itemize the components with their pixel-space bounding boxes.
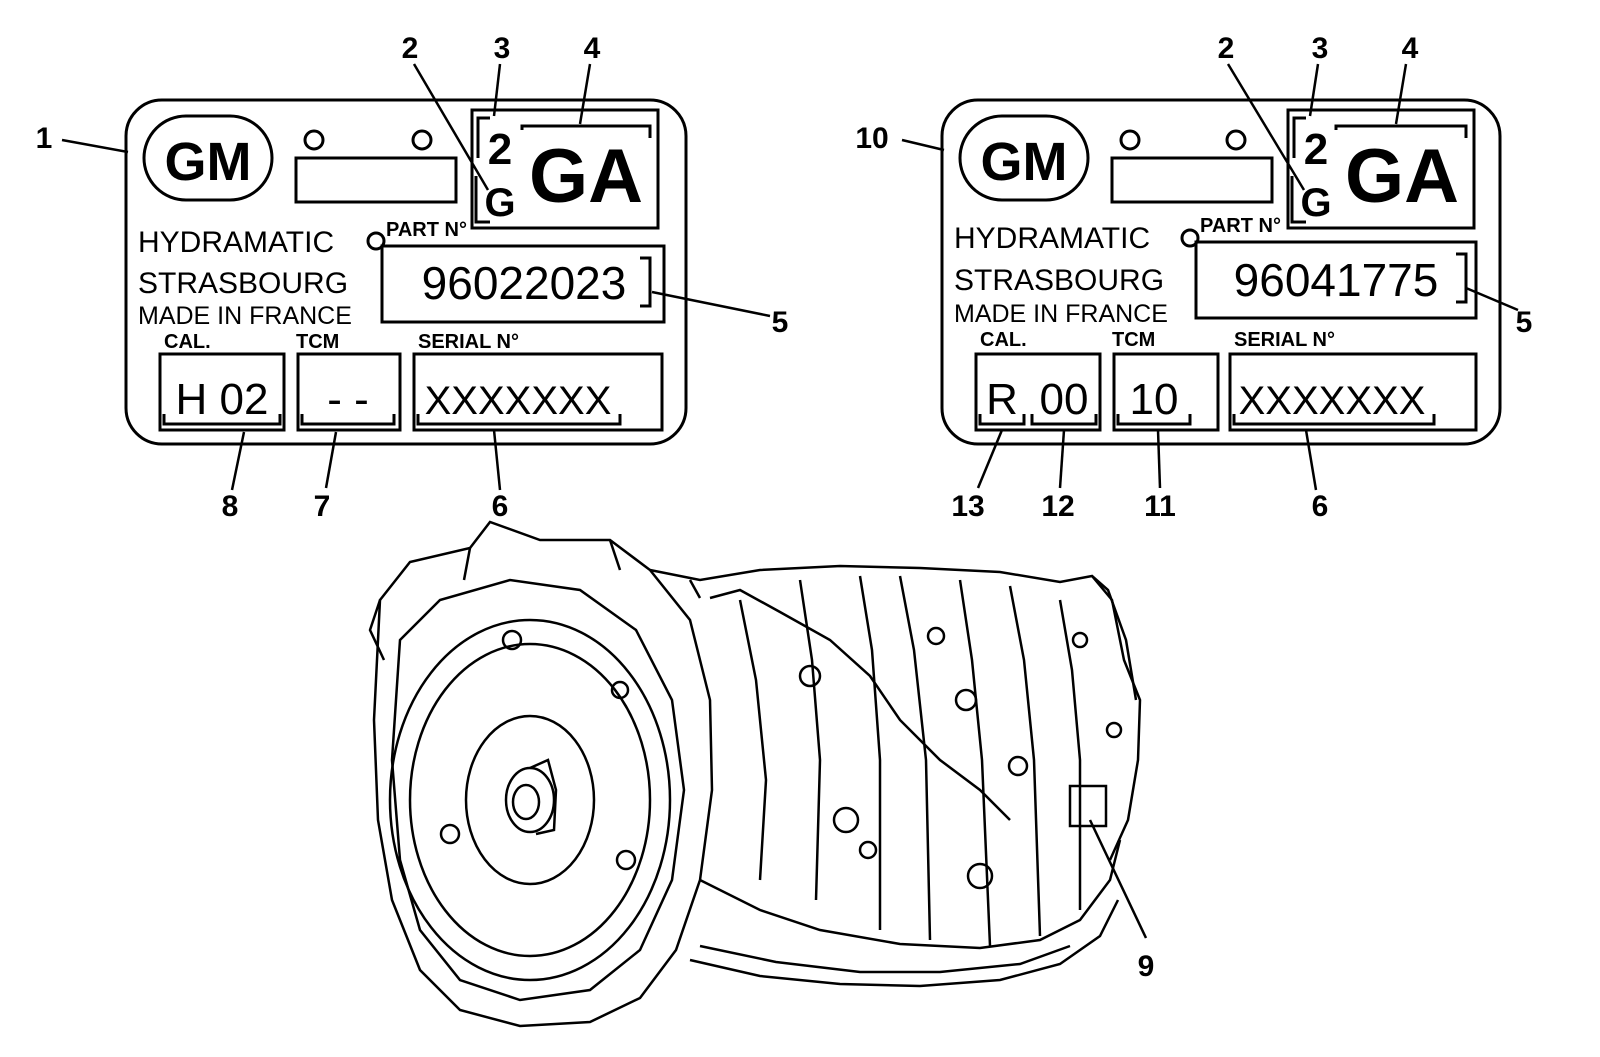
- callout-2-right: 2: [1218, 32, 1235, 65]
- left-maker-line3: MADE IN FRANCE: [138, 302, 352, 330]
- right-cal-box: [974, 352, 1102, 432]
- right-rivet-2: [1225, 129, 1247, 151]
- right-maker-line3: MADE IN FRANCE: [954, 300, 1168, 328]
- left-tcm-bracket: [300, 414, 396, 426]
- left-code-suffix: GA: [529, 134, 643, 219]
- callout-10: 10: [855, 122, 888, 155]
- left-code-letter: G: [484, 181, 515, 225]
- right-rivet-1: [1119, 129, 1141, 151]
- right-code-letter: G: [1300, 181, 1331, 225]
- right-cal-heading: CAL.: [980, 329, 1027, 351]
- right-code-brackets: [1290, 116, 1468, 224]
- callout-2-left: 2: [402, 32, 419, 65]
- left-tcm-value: - -: [327, 375, 369, 424]
- right-brand-text: GM: [981, 132, 1068, 192]
- transmission-case-top: [649, 564, 1142, 861]
- left-maker-line1: HYDRAMATIC: [138, 226, 334, 259]
- id-label-location: [1068, 784, 1108, 828]
- left-blank-box: [294, 156, 458, 204]
- callout-4-left: 4: [584, 32, 601, 65]
- right-cal-digits: 00: [1040, 375, 1089, 424]
- right-serial-value: XXXXXXX: [1239, 379, 1426, 423]
- right-tcm-heading: TCM: [1112, 329, 1155, 351]
- right-tcm-bracket: [1116, 414, 1192, 426]
- callout-1: 1: [36, 122, 53, 155]
- right-maker-line1: HYDRAMATIC: [954, 222, 1150, 255]
- left-gm-logo: [142, 114, 274, 202]
- callout-6-left: 6: [492, 490, 509, 523]
- right-serial-heading: SERIAL N°: [1234, 329, 1335, 351]
- right-gm-logo: [958, 114, 1090, 202]
- left-tcm-box: [296, 352, 402, 432]
- right-cal-digits-bracket: [1030, 414, 1098, 426]
- right-blank-box: [1110, 156, 1274, 204]
- left-cal-box: [158, 352, 286, 432]
- right-label-plate: [940, 98, 1502, 446]
- callout-8: 8: [222, 490, 239, 523]
- right-serial-box: [1228, 352, 1478, 432]
- left-serial-box: [412, 352, 664, 432]
- left-cal-heading: CAL.: [164, 331, 211, 353]
- left-part-heading: PART N°: [386, 219, 467, 241]
- callout-9: 9: [1138, 950, 1155, 983]
- left-serial-value: XXXXXXX: [425, 379, 612, 423]
- right-serial-bracket: [1232, 414, 1436, 426]
- transmission-drawing: [368, 520, 1142, 1028]
- left-id-label: [124, 98, 688, 446]
- right-maker-line2: STRASBOURG: [954, 264, 1164, 297]
- right-id-label: [940, 98, 1502, 446]
- oil-pan: [689, 899, 1120, 988]
- right-part-box: [1194, 240, 1478, 320]
- right-rivet-3: [1180, 228, 1200, 248]
- callout-5-left: 5: [772, 306, 789, 339]
- left-label-plate: [124, 98, 688, 446]
- left-part-box: [380, 244, 666, 324]
- right-cal-letter-bracket: [978, 414, 1026, 426]
- right-code-digit: 2: [1304, 125, 1328, 174]
- left-tcm-heading: TCM: [296, 331, 339, 353]
- left-rivet-3: [366, 231, 386, 251]
- callout-11: 11: [1144, 490, 1176, 523]
- left-part-number: 96022023: [422, 257, 627, 309]
- transmission-case-bottom: [699, 839, 1122, 950]
- left-cal-bracket: [162, 414, 282, 426]
- left-code-box: [470, 108, 660, 230]
- callout-12: 12: [1041, 490, 1074, 523]
- callout-4-right: 4: [1402, 32, 1419, 65]
- torque-converter: [388, 618, 672, 982]
- callout-13: 13: [951, 490, 984, 523]
- callout-3-right: 3: [1312, 32, 1329, 65]
- right-code-box: [1286, 108, 1476, 230]
- right-part-bracket: [1456, 252, 1468, 304]
- right-part-number: 96041775: [1234, 254, 1439, 306]
- right-cal-letter: R: [986, 375, 1018, 424]
- left-serial-heading: SERIAL N°: [418, 331, 519, 353]
- left-serial-bracket: [416, 414, 622, 426]
- leader-lines: [61, 63, 1519, 939]
- left-part-bracket: [640, 256, 652, 308]
- left-rivet-1: [303, 129, 325, 151]
- right-tcm-value: 10: [1130, 375, 1179, 424]
- right-part-heading: PART N°: [1200, 215, 1281, 237]
- left-code-digit: 2: [488, 125, 512, 174]
- left-rivet-2: [411, 129, 433, 151]
- left-cal-value: H 02: [176, 375, 269, 424]
- left-code-brackets: [474, 116, 652, 224]
- left-maker-line2: STRASBOURG: [138, 267, 348, 300]
- right-code-suffix: GA: [1345, 134, 1459, 219]
- right-tcm-box: [1112, 352, 1220, 432]
- callout-7: 7: [314, 490, 331, 523]
- callout-3-left: 3: [494, 32, 511, 65]
- callout-5-right: 5: [1516, 306, 1533, 339]
- callout-6-right: 6: [1312, 490, 1329, 523]
- left-brand-text: GM: [165, 132, 252, 192]
